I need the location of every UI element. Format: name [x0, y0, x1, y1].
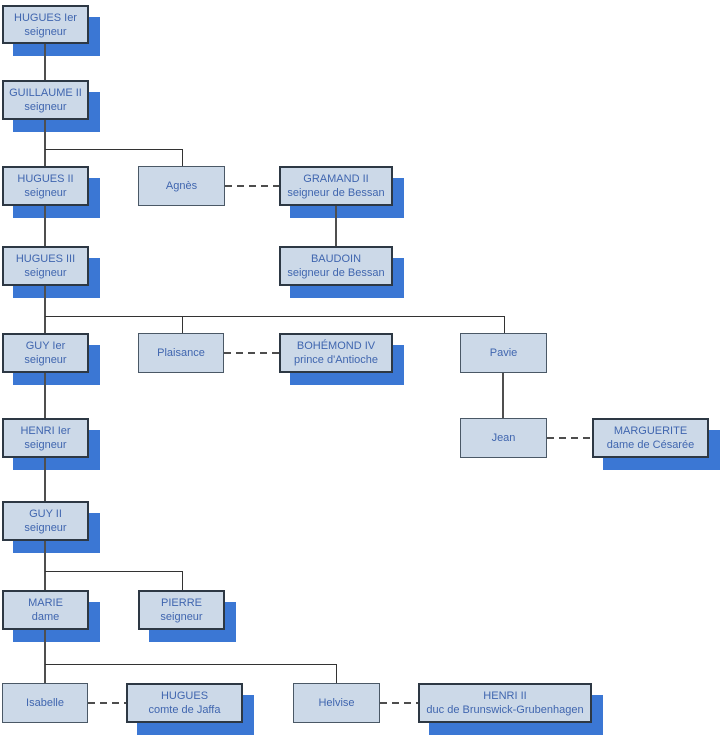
- person-name: GUY Ier: [25, 340, 66, 352]
- person-name: BAUDOIN: [310, 253, 362, 265]
- person-subtitle: seigneur: [24, 439, 67, 451]
- connector-line: [44, 630, 46, 683]
- connector-line-dashed: [224, 352, 279, 354]
- connector-line-dashed: [88, 702, 126, 704]
- person-node-baudoin: BAUDOIN seigneur de Bessan: [279, 246, 393, 286]
- person-node-guy-ii: GUY II seigneur: [2, 501, 89, 541]
- person-name: Helvise: [318, 697, 355, 709]
- person-node-henri-ier: HENRI Ier seigneur: [2, 418, 89, 458]
- person-subtitle: seigneur: [24, 354, 67, 366]
- person-node-isabelle: Isabelle: [2, 683, 88, 723]
- person-node-bohemond-iv: BOHÉMOND IV prince d'Antioche: [279, 333, 393, 373]
- connector-line: [44, 286, 46, 333]
- person-name: Plaisance: [157, 347, 205, 359]
- person-name: HUGUES III: [15, 253, 76, 265]
- connector-line: [45, 570, 182, 572]
- person-name: BOHÉMOND IV: [296, 340, 376, 352]
- connector-line: [44, 458, 46, 501]
- person-node-plaisance: Plaisance: [138, 333, 224, 373]
- connector-line: [503, 316, 505, 333]
- connector-line: [45, 663, 336, 665]
- person-node-hugues-jaffa: HUGUES comte de Jaffa: [126, 683, 243, 723]
- person-subtitle: dame: [31, 611, 60, 623]
- connector-line-dashed: [547, 437, 592, 439]
- connector-line: [335, 206, 337, 246]
- person-subtitle: dame de Césarée: [606, 439, 695, 451]
- person-subtitle: duc de Brunswick-Grubenhagen: [426, 704, 584, 716]
- person-name: MARGUERITE: [613, 425, 688, 437]
- person-node-helvise: Helvise: [293, 683, 380, 723]
- person-name: Jean: [491, 432, 516, 444]
- person-name: GUILLAUME II: [9, 87, 82, 99]
- person-subtitle: seigneur: [24, 522, 67, 534]
- person-name: Pavie: [489, 347, 518, 359]
- person-subtitle: seigneur: [24, 101, 67, 113]
- person-node-hugues-ii: HUGUES II seigneur: [2, 166, 89, 206]
- connector-line: [502, 373, 504, 418]
- person-node-guy-ier: GUY Ier seigneur: [2, 333, 89, 373]
- person-node-marie: MARIE dame: [2, 590, 89, 630]
- person-name: MARIE: [28, 597, 63, 609]
- person-name: HENRI II: [483, 690, 527, 702]
- connector-line: [181, 149, 183, 166]
- person-subtitle: prince d'Antioche: [293, 354, 379, 366]
- connector-line: [44, 206, 46, 246]
- connector-line: [45, 315, 505, 317]
- person-name: HUGUES: [160, 690, 209, 702]
- connector-line: [44, 373, 46, 418]
- person-subtitle: seigneur de Bessan: [287, 187, 385, 199]
- person-node-gramand-ii: GRAMAND II seigneur de Bessan: [279, 166, 393, 206]
- person-node-pierre: PIERRE seigneur: [138, 590, 225, 630]
- person-node-hugues-iii: HUGUES III seigneur: [2, 246, 89, 286]
- connector-line-dashed: [225, 185, 279, 187]
- person-name: GRAMAND II: [303, 173, 369, 185]
- person-name: GUY II: [29, 508, 62, 520]
- person-node-marguerite: MARGUERITE dame de Césarée: [592, 418, 709, 458]
- person-name: PIERRE: [161, 597, 202, 609]
- person-name: HUGUES II: [17, 173, 74, 185]
- person-subtitle: seigneur: [160, 611, 203, 623]
- person-node-agnes: Agnès: [138, 166, 225, 206]
- person-name: HUGUES Ier: [14, 11, 77, 24]
- person-node-guillaume-ii: GUILLAUME II seigneur: [2, 80, 89, 120]
- connector-line: [45, 148, 182, 150]
- person-subtitle: comte de Jaffa: [148, 704, 221, 716]
- person-node-pavie: Pavie: [460, 333, 547, 373]
- connector-line: [44, 120, 46, 166]
- connector-line: [181, 571, 183, 590]
- person-subtitle: seigneur de Bessan: [287, 267, 385, 279]
- person-name: Isabelle: [26, 697, 64, 709]
- person-subtitle: seigneur: [24, 267, 67, 279]
- person-subtitle: seigneur: [24, 187, 67, 199]
- person-node-jean: Jean: [460, 418, 547, 458]
- person-node-henri-ii: HENRI II duc de Brunswick-Grubenhagen: [418, 683, 592, 723]
- person-name: Agnès: [165, 180, 198, 192]
- connector-line: [335, 664, 337, 683]
- connector-line: [44, 541, 46, 590]
- connector-line: [44, 44, 46, 80]
- connector-line-dashed: [380, 702, 418, 704]
- person-subtitle: seigneur: [24, 25, 67, 38]
- person-name: HENRI Ier: [20, 425, 71, 437]
- connector-line: [181, 316, 183, 333]
